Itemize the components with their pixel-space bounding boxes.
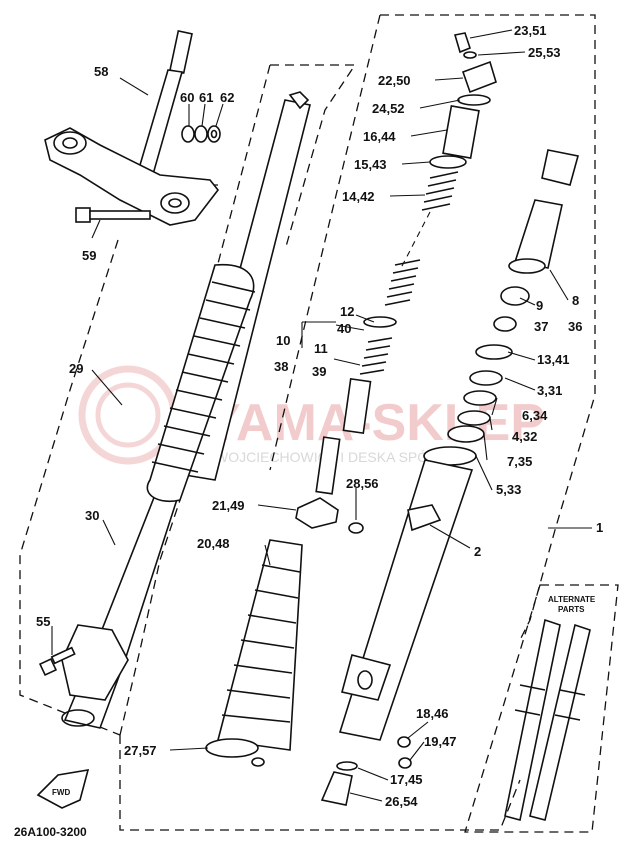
alternate-parts-line2: PARTS — [558, 605, 585, 614]
label-22-50: 22,50 — [378, 73, 411, 88]
inner-tube-2 — [338, 149, 579, 741]
label-15-43: 15,43 — [354, 157, 387, 172]
damper-rod-assembly — [315, 32, 497, 495]
boot-20-48 — [216, 539, 303, 751]
axle-holder-26-54 — [320, 771, 353, 806]
label-1: 1 — [596, 520, 603, 535]
label-60: 60 — [180, 90, 194, 105]
label-37: 37 — [534, 319, 548, 334]
clamp-27-57 — [205, 738, 265, 767]
label-62: 62 — [220, 90, 234, 105]
label-9: 9 — [536, 298, 543, 313]
group-outlines — [19, 14, 596, 831]
alternate-parts-box: ALTERNATE PARTS — [464, 584, 619, 833]
label-27-57: 27,57 — [124, 743, 157, 758]
bolt-59 — [75, 207, 151, 223]
label-13-41: 13,41 — [537, 352, 570, 367]
label-16-44: 16,44 — [363, 129, 396, 144]
label-11: 11 — [314, 341, 328, 356]
label-4-32: 4,32 — [512, 429, 537, 444]
label-8: 8 — [572, 293, 579, 308]
label-24-52: 24,52 — [372, 101, 405, 116]
label-14-42: 14,42 — [342, 189, 375, 204]
outer-tube-30-with-boot-29 — [61, 91, 311, 729]
label-3-31: 3,31 — [537, 383, 562, 398]
label-40: 40 — [337, 321, 351, 336]
label-5-33: 5,33 — [496, 482, 521, 497]
fwd-label: FWD — [52, 788, 70, 797]
label-17-45: 17,45 — [390, 772, 423, 787]
label-61: 61 — [199, 90, 213, 105]
label-21-49: 21,49 — [212, 498, 245, 513]
callout-labels: 58 60 61 62 59 29 30 55 27,57 23,51 25,5… — [36, 23, 603, 809]
label-39: 39 — [312, 364, 326, 379]
alternate-parts-line1: ALTERNATE — [548, 595, 596, 604]
label-59: 59 — [82, 248, 96, 263]
label-25-53: 25,53 — [528, 45, 561, 60]
bolt-55 — [38, 646, 76, 677]
label-12: 12 — [340, 304, 354, 319]
label-29: 29 — [69, 361, 83, 376]
washer-17-45 — [336, 761, 358, 771]
watermark-text: YAMA-SKLEP — [206, 394, 545, 452]
label-30: 30 — [85, 508, 99, 523]
clamp-21-49 — [295, 497, 364, 534]
label-55: 55 — [36, 614, 50, 629]
diagram-code: 26A100-3200 — [14, 825, 87, 839]
label-7-35: 7,35 — [507, 454, 532, 469]
label-18-46: 18,46 — [416, 706, 449, 721]
label-6-34: 6,34 — [522, 408, 548, 423]
label-36: 36 — [568, 319, 582, 334]
drain-bolt-18-46-19-47 — [397, 736, 412, 769]
steering-stem-assembly — [44, 30, 220, 226]
fwd-arrow: FWD — [36, 769, 90, 809]
label-58: 58 — [94, 64, 108, 79]
label-38: 38 — [274, 359, 288, 374]
label-20-48: 20,48 — [197, 536, 230, 551]
label-26-54: 26,54 — [385, 794, 418, 809]
nut-60-61-62 — [181, 125, 221, 143]
label-2: 2 — [474, 544, 481, 559]
label-10: 10 — [276, 333, 290, 348]
label-28-56: 28,56 — [346, 476, 379, 491]
leader-lines — [51, 29, 592, 802]
label-23-51: 23,51 — [514, 23, 547, 38]
label-19-47: 19,47 — [424, 734, 457, 749]
